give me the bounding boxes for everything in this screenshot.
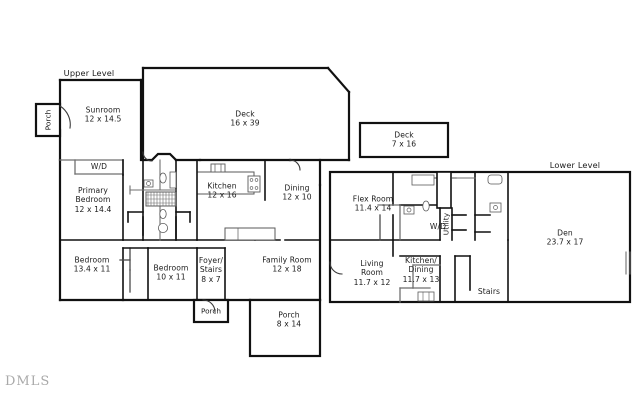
watermark-dmls: DMLS [5,374,51,389]
kitchen-sink [210,163,226,173]
tub-round-upper [157,222,168,233]
deck-bevel-edge [326,66,351,94]
room-label-utility: Utility [441,212,451,236]
porch-left-box [34,102,62,138]
door-swing-living [329,261,343,275]
range-burner-4 [254,186,259,190]
deck-bottom-jog [141,152,178,162]
kd-range-split [422,291,430,302]
den-window [625,251,631,275]
utility-closet-top [436,171,452,209]
toilet-upper-2 [159,208,167,219]
range-burner-1 [249,178,254,182]
room-label-porch-left: Porch [43,109,53,131]
sink-bowl-lower-1 [406,207,412,213]
shower-upper [169,171,177,189]
lower-level-label: Lower Level [549,160,601,170]
door-swing-porch-left [59,105,71,129]
lower-counter-box [411,174,435,186]
stair-hatch-upper [145,191,177,207]
sink-bowl-lower-2 [493,205,498,210]
kitchen-sink-split [214,163,222,173]
kitchen-island [196,171,255,195]
upper-level-label: Upper Level [63,68,115,78]
toilet-upper-1 [159,172,167,184]
range-burner-2 [254,178,259,182]
kitchen-range [247,175,261,193]
door-swing-foyer [202,299,216,313]
sink-bowl-upper-1 [146,181,151,186]
deck-small-box [358,121,450,159]
door-swing-sunroom-deck [142,151,153,162]
kitchen-counter-lower [224,227,276,241]
kd-range [417,291,435,302]
door-swing-dining-deck [289,159,301,171]
room-label-porch-front: Porch [200,306,222,316]
lower-level-shell [328,170,632,304]
tub-lower [487,174,503,185]
toilet-lower-1 [422,200,430,212]
upper-level-geometry [34,66,632,358]
porch-front-box [192,298,230,324]
range-burner-3 [249,186,254,190]
porch-rear-box [248,298,322,358]
